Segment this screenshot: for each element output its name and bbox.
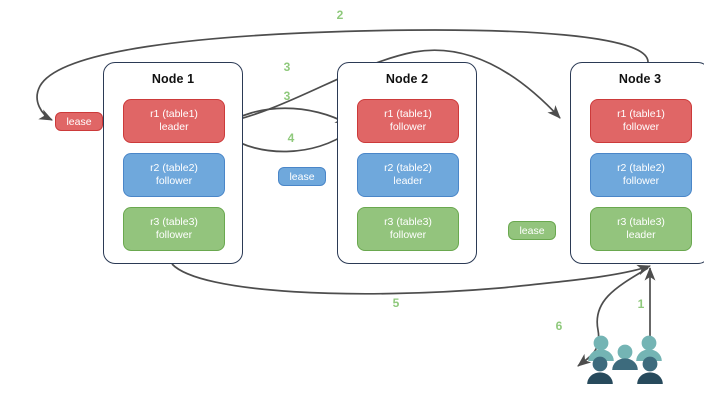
replica-role: follower xyxy=(389,121,427,133)
node-box-node2[interactable]: Node 2 r1 (table1) follower r2 (table2) … xyxy=(337,62,477,264)
node-box-node1[interactable]: Node 1 r1 (table1) leader r2 (table2) fo… xyxy=(103,62,243,264)
replica-name: r1 (table1) xyxy=(617,108,665,121)
edge-label-4: 4 xyxy=(287,131,295,145)
node-title-node1: Node 1 xyxy=(151,72,195,86)
replica-name: r2 (table2) xyxy=(384,162,432,175)
replica-name: r1 (table1) xyxy=(150,108,198,121)
replica-role: follower xyxy=(155,229,193,241)
replica-role: leader xyxy=(626,229,656,241)
people-group-icon xyxy=(587,335,663,384)
replica-node1-r3[interactable]: r3 (table3) follower xyxy=(123,207,225,251)
edge-label-3b: 3 xyxy=(283,89,291,103)
replica-name: r1 (table1) xyxy=(384,108,432,121)
edge-5-path xyxy=(171,263,651,295)
replica-node1-r2[interactable]: r2 (table2) follower xyxy=(123,153,225,197)
replica-role: follower xyxy=(389,229,427,241)
replica-name: r2 (table2) xyxy=(150,162,198,175)
replica-node2-r2[interactable]: r2 (table2) leader xyxy=(357,153,459,197)
node-title-node2: Node 2 xyxy=(385,72,429,86)
edge-label-3a: 3 xyxy=(283,60,291,74)
replica-node3-r2[interactable]: r2 (table2) follower xyxy=(590,153,692,197)
replica-role: follower xyxy=(622,175,660,187)
replica-node3-r1[interactable]: r1 (table1) follower xyxy=(590,99,692,143)
node-title-node3: Node 3 xyxy=(618,72,662,86)
edge-label-2: 2 xyxy=(336,8,344,22)
replica-name: r3 (table3) xyxy=(384,216,432,229)
lease-chip-red[interactable]: lease xyxy=(55,112,103,131)
replica-name: r3 (table3) xyxy=(150,216,198,229)
replica-role: follower xyxy=(155,175,193,187)
replica-role: leader xyxy=(393,175,423,187)
edge-label-6: 6 xyxy=(555,319,563,333)
replica-name: r2 (table2) xyxy=(617,162,665,175)
lease-chip-green[interactable]: lease xyxy=(508,221,556,240)
replica-node2-r3[interactable]: r3 (table3) follower xyxy=(357,207,459,251)
lease-chip-blue[interactable]: lease xyxy=(278,167,326,186)
node-box-node3[interactable]: Node 3 r1 (table1) follower r2 (table2) … xyxy=(570,62,704,264)
replica-node3-r3[interactable]: r3 (table3) leader xyxy=(590,207,692,251)
edge-label-5: 5 xyxy=(392,296,400,310)
replica-role: leader xyxy=(159,121,189,133)
replica-node1-r1[interactable]: r1 (table1) leader xyxy=(123,99,225,143)
edge-label-1: 1 xyxy=(637,297,645,311)
replica-name: r3 (table3) xyxy=(617,216,665,229)
replica-node2-r1[interactable]: r1 (table1) follower xyxy=(357,99,459,143)
replica-role: follower xyxy=(622,121,660,133)
